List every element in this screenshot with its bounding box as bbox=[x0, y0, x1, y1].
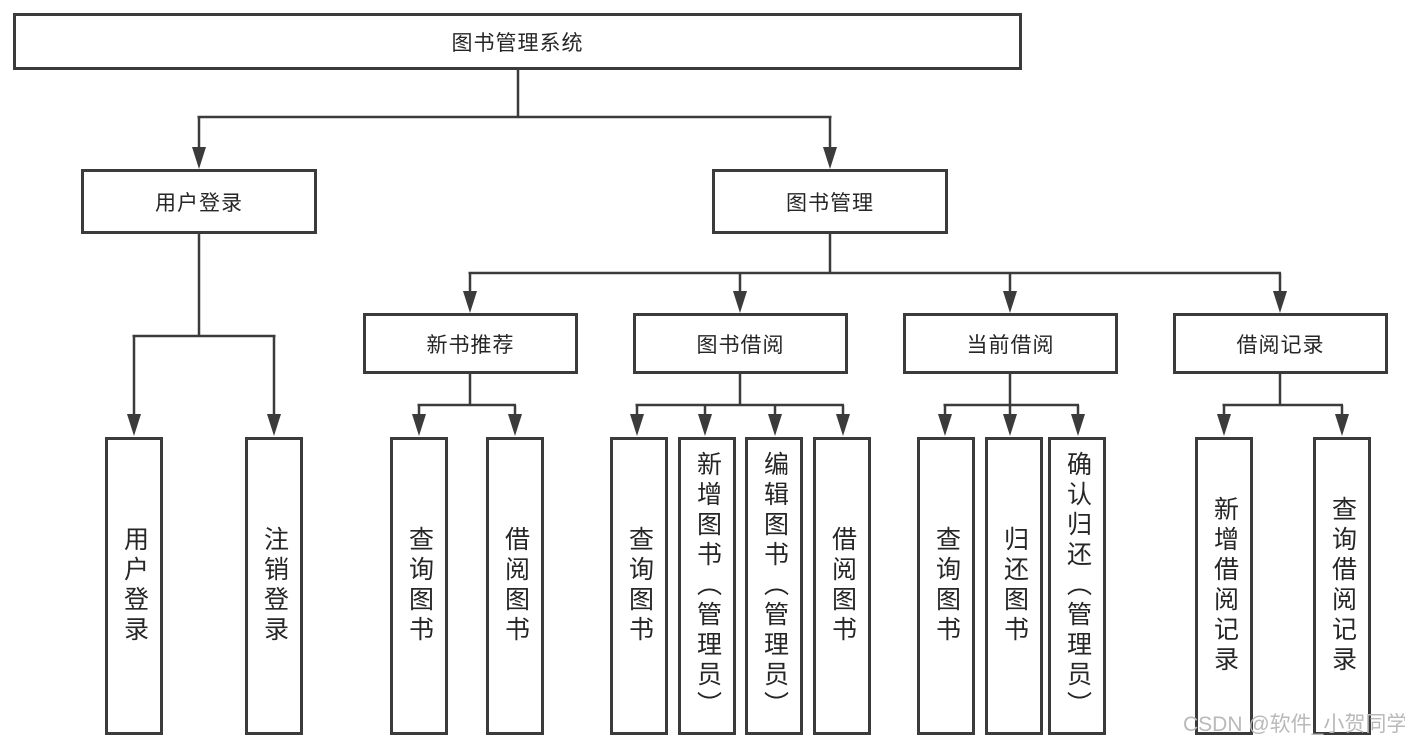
node-label: 注销登录 bbox=[260, 526, 289, 646]
leaf-query-books-borrowing: 查询图书 bbox=[610, 437, 668, 735]
node-label: 图书管理系统 bbox=[451, 31, 584, 55]
node-label: 新增图书（管理员） bbox=[693, 451, 722, 721]
node-label: 新增借阅记录 bbox=[1210, 496, 1239, 676]
node-label: 借阅图书 bbox=[828, 526, 857, 646]
leaf-query-borrow-record: 查询借阅记录 bbox=[1313, 437, 1371, 735]
node-label: 借阅图书 bbox=[501, 526, 530, 646]
node-label: 编辑图书（管理员） bbox=[760, 451, 789, 721]
node-label: 图书借阅 bbox=[696, 333, 785, 357]
leaf-return-book: 归还图书 bbox=[985, 437, 1043, 735]
node-label: 图书管理 bbox=[786, 191, 874, 215]
node-label: 查询图书 bbox=[405, 526, 434, 646]
watermark-text: CSDN @软件_小贺同学 bbox=[1183, 713, 1405, 736]
node-label: 归还图书 bbox=[1000, 526, 1029, 646]
node-label: 确认归还（管理员） bbox=[1063, 451, 1092, 721]
node-label: 新书推荐 bbox=[426, 333, 515, 357]
node-new-book-recommendation: 新书推荐 bbox=[363, 313, 578, 374]
leaf-confirm-return-admin: 确认归还（管理员） bbox=[1048, 437, 1106, 735]
node-label: 当前借阅 bbox=[966, 333, 1055, 357]
node-label: 查询图书 bbox=[625, 526, 654, 646]
node-library-management-system: 图书管理系统 bbox=[13, 13, 1022, 70]
node-book-borrowing: 图书借阅 bbox=[633, 313, 848, 374]
leaf-borrow-books-borrowing: 借阅图书 bbox=[813, 437, 871, 735]
node-current-borrowing: 当前借阅 bbox=[903, 313, 1118, 374]
leaf-query-books-current: 查询图书 bbox=[917, 437, 975, 735]
leaf-logout: 注销登录 bbox=[245, 437, 303, 735]
leaf-add-borrow-record: 新增借阅记录 bbox=[1195, 437, 1253, 735]
node-book-management: 图书管理 bbox=[712, 169, 948, 234]
leaf-user-login: 用户登录 bbox=[105, 437, 163, 735]
node-label: 查询图书 bbox=[932, 526, 961, 646]
node-label: 查询借阅记录 bbox=[1328, 496, 1357, 676]
node-label: 用户登录 bbox=[155, 191, 243, 215]
connector-lines bbox=[132, 70, 1343, 407]
node-label: 借阅记录 bbox=[1236, 333, 1325, 357]
leaf-edit-book-admin: 编辑图书（管理员） bbox=[745, 437, 803, 735]
leaf-borrow-books-recommend: 借阅图书 bbox=[486, 437, 544, 735]
connector-arrows bbox=[127, 117, 1349, 436]
node-borrowing-records: 借阅记录 bbox=[1173, 313, 1388, 374]
leaf-add-book-admin: 新增图书（管理员） bbox=[678, 437, 736, 735]
node-user-login: 用户登录 bbox=[81, 169, 317, 234]
node-label: 用户登录 bbox=[120, 526, 149, 646]
leaf-query-books-recommend: 查询图书 bbox=[390, 437, 448, 735]
